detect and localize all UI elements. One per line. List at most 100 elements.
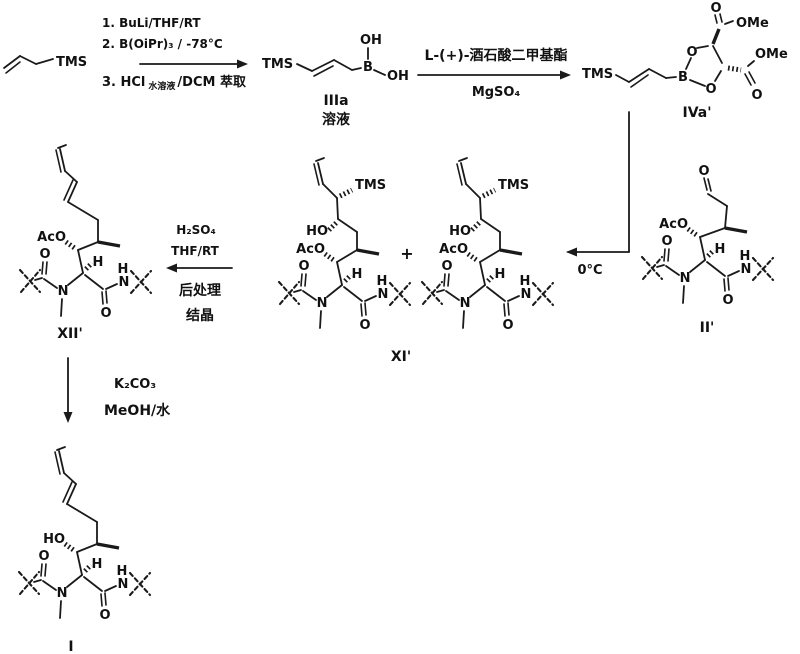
compound-IVa: TMS B O O O OMe OMe [582, 1, 788, 121]
compound-II-label: II' [700, 320, 715, 336]
compound-XII-label: XII' [57, 326, 83, 342]
ring-oxygen-left-label: O [686, 45, 697, 60]
compound-XIa: HO TMS AcO H O N O N H [277, 157, 412, 333]
methoxy-top-label: OMe [736, 16, 769, 31]
amide-nitrogen-label: N [460, 296, 471, 311]
hydroxyl-label: HO [43, 532, 65, 547]
amide-nitrogen-label: N [57, 586, 68, 601]
nh-hydrogen-label: H [520, 274, 531, 289]
step1-reagent-line2: 2. B(OiPr)₃ / -78°C [102, 37, 223, 51]
compound-start-skeleton [3, 55, 54, 74]
compound-II-core [640, 226, 775, 304]
compound-XII-core [18, 239, 153, 317]
compound-XII-top-chain [55, 144, 121, 251]
step2-reagent-above: L-(+)-酒石酸二甲基酯 [424, 47, 567, 64]
step3-temperature: 0°C [577, 263, 602, 278]
acyl-oxygen-label: O [39, 247, 50, 262]
boron-label: B [363, 60, 373, 75]
acyl-oxygen-label: O [38, 549, 49, 564]
amide-oxygen-label: O [99, 608, 110, 623]
arrowhead-step2 [560, 70, 571, 80]
hydroxyl-label: HO [449, 224, 471, 239]
compound-XIa-core [277, 251, 412, 329]
ring-oxygen-bottom-label: O [705, 82, 716, 97]
amide-oxygen-label: O [100, 306, 111, 321]
amide-nitrogen-label: N [680, 271, 691, 286]
hydroxyl-right-label: OH [387, 69, 409, 84]
nh-hydrogen-label: H [377, 274, 388, 289]
tms-label: TMS [355, 178, 386, 193]
acetoxy-label: AcO [439, 242, 468, 257]
aldehyde-oxygen-label: O [698, 164, 709, 179]
step5-reagent-line1: K₂CO₃ [114, 377, 156, 392]
compound-IIIa-label: IIIa [323, 93, 348, 109]
compound-XIb-core [420, 251, 555, 329]
compound-I-label: I [68, 639, 73, 654]
plus-sign: + [400, 244, 413, 263]
acyl-oxygen-label: O [298, 259, 309, 274]
carbonyl-oxygen-right-label: O [751, 88, 762, 103]
acyl-oxygen-label: O [441, 259, 452, 274]
compound-IIIa: TMS B OH OH IIIa 溶液 [262, 33, 409, 128]
alpha-h-label: H [352, 267, 363, 282]
nh-nitrogen-label: N [521, 287, 532, 302]
step2-reagent-below: MgSO₄ [472, 85, 521, 100]
carbonyl-oxygen-top-label: O [710, 1, 721, 16]
step4-reagent-line2: THF/RT [171, 244, 220, 258]
arrowhead-step3 [566, 247, 577, 257]
compound-I-top-chain [54, 446, 120, 553]
compound-IIIa-sublabel: 溶液 [322, 111, 351, 128]
compound-XII: AcO H O N O N H XII' [18, 144, 153, 342]
arrowhead-step1 [237, 59, 248, 69]
tms-label: TMS [498, 178, 529, 193]
methoxy-right-label: OMe [755, 47, 788, 62]
acyl-oxygen-label: O [661, 234, 672, 249]
compound-start: TMS [3, 55, 87, 74]
hydroxyl-label: HO [306, 224, 328, 239]
nh-nitrogen-label: N [741, 262, 752, 277]
amide-oxygen-label: O [359, 318, 370, 333]
compound-IVa-label: IVa' [682, 105, 711, 121]
amide-oxygen-label: O [722, 293, 733, 308]
compound-XIa-top-chain [313, 157, 380, 263]
compound-II: O AcO H O N O N H II' [640, 164, 775, 336]
compound-I: HO H O N O N H I [17, 446, 152, 654]
acetoxy-label: AcO [659, 217, 688, 232]
arrow-step2: L-(+)-酒石酸二甲基酯 MgSO₄ [417, 47, 571, 100]
alpha-h-label: H [93, 255, 104, 270]
compound-XIb-top-chain [456, 157, 523, 263]
acetoxy-label: AcO [296, 242, 325, 257]
step1-line3-post: /DCM 萃取 [177, 74, 247, 90]
compound-I-core [17, 541, 152, 619]
arrow-step4: H₂SO₄ THF/RT 后处理 结晶 [166, 223, 233, 324]
compound-XI-label: XI' [391, 349, 411, 365]
arrow-step5: K₂CO₃ MeOH/水 [63, 357, 171, 423]
tms-label: TMS [582, 67, 613, 82]
nh-nitrogen-label: N [378, 287, 389, 302]
arrowhead-step4 [166, 263, 177, 273]
compound-II-top-chain [699, 177, 748, 238]
step5-reagent-line2: MeOH/水 [104, 402, 171, 419]
step4-reagent-line3: 后处理 [179, 282, 221, 299]
alpha-h-label: H [92, 557, 103, 572]
nh-hydrogen-label: H [740, 249, 751, 264]
step1-line3-pre: 3. HCl [102, 75, 145, 90]
arrow-step3: 0°C [566, 111, 630, 278]
amide-nitrogen-label: N [58, 284, 69, 299]
nh-nitrogen-label: N [119, 275, 130, 290]
nh-hydrogen-label: H [117, 564, 128, 579]
nh-nitrogen-label: N [118, 577, 129, 592]
tms-label: TMS [56, 55, 87, 70]
amide-nitrogen-label: N [317, 296, 328, 311]
arrow-step1: 1. BuLi/THF/RT 2. B(OiPr)₃ / -78°C 3. HC… [102, 16, 248, 92]
compound-IVa-skeleton [615, 13, 756, 88]
step1-line3-sub: 水溶液 [148, 80, 176, 92]
compound-XIb: HO TMS AcO H O N O N H [420, 157, 555, 333]
amide-oxygen-label: O [502, 318, 513, 333]
acetoxy-label: AcO [37, 230, 66, 245]
nh-hydrogen-label: H [118, 262, 129, 277]
step1-reagent-line1: 1. BuLi/THF/RT [102, 16, 201, 30]
